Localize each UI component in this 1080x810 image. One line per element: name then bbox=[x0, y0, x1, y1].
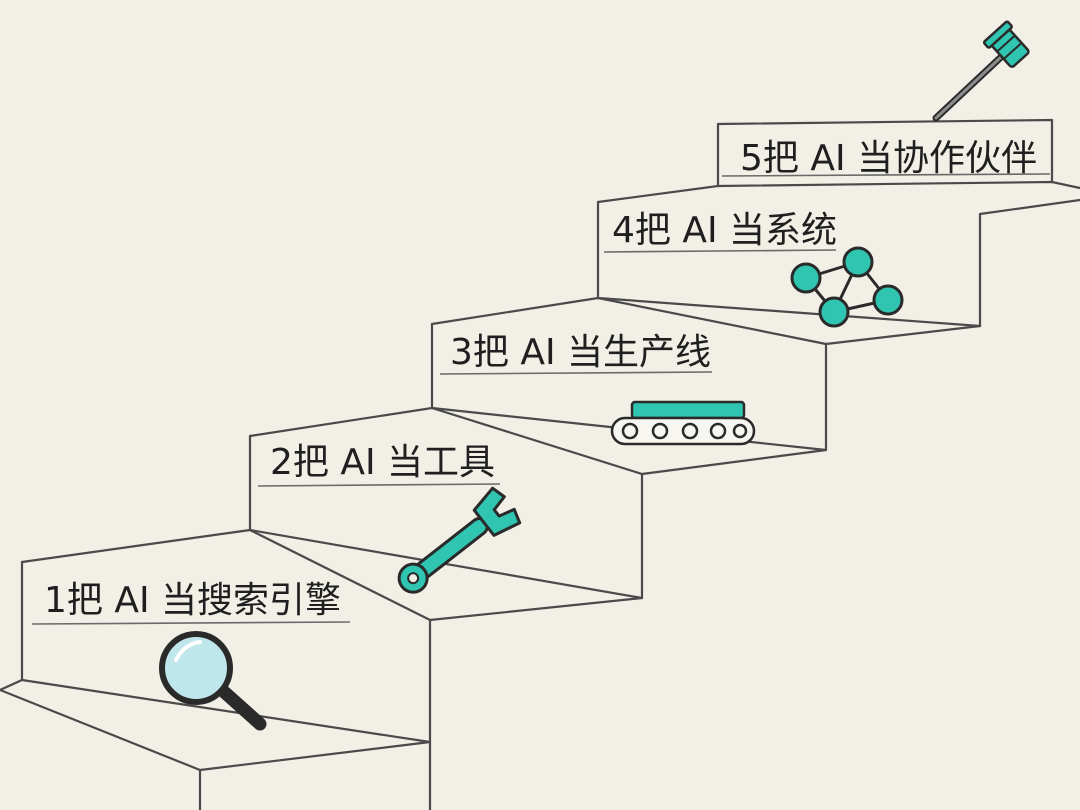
step-2-label: 2把 AI 当工具 bbox=[270, 442, 495, 483]
magnifier-icon bbox=[159, 631, 267, 731]
conveyor-belt-icon bbox=[610, 400, 756, 446]
baton-icon bbox=[932, 20, 1030, 122]
step-3-label: 3把 AI 当生产线 bbox=[450, 332, 711, 373]
staircase-outline bbox=[0, 118, 1080, 810]
step-1-label: 1把 AI 当搜索引擎 bbox=[44, 580, 341, 621]
step-5-label: 5把 AI 当协作伙伴 bbox=[740, 138, 1037, 179]
network-nodes-icon bbox=[790, 246, 904, 328]
step-4-label: 4把 AI 当系统 bbox=[612, 210, 837, 251]
label-underlines bbox=[31, 173, 1051, 625]
wrench-icon bbox=[397, 486, 522, 594]
